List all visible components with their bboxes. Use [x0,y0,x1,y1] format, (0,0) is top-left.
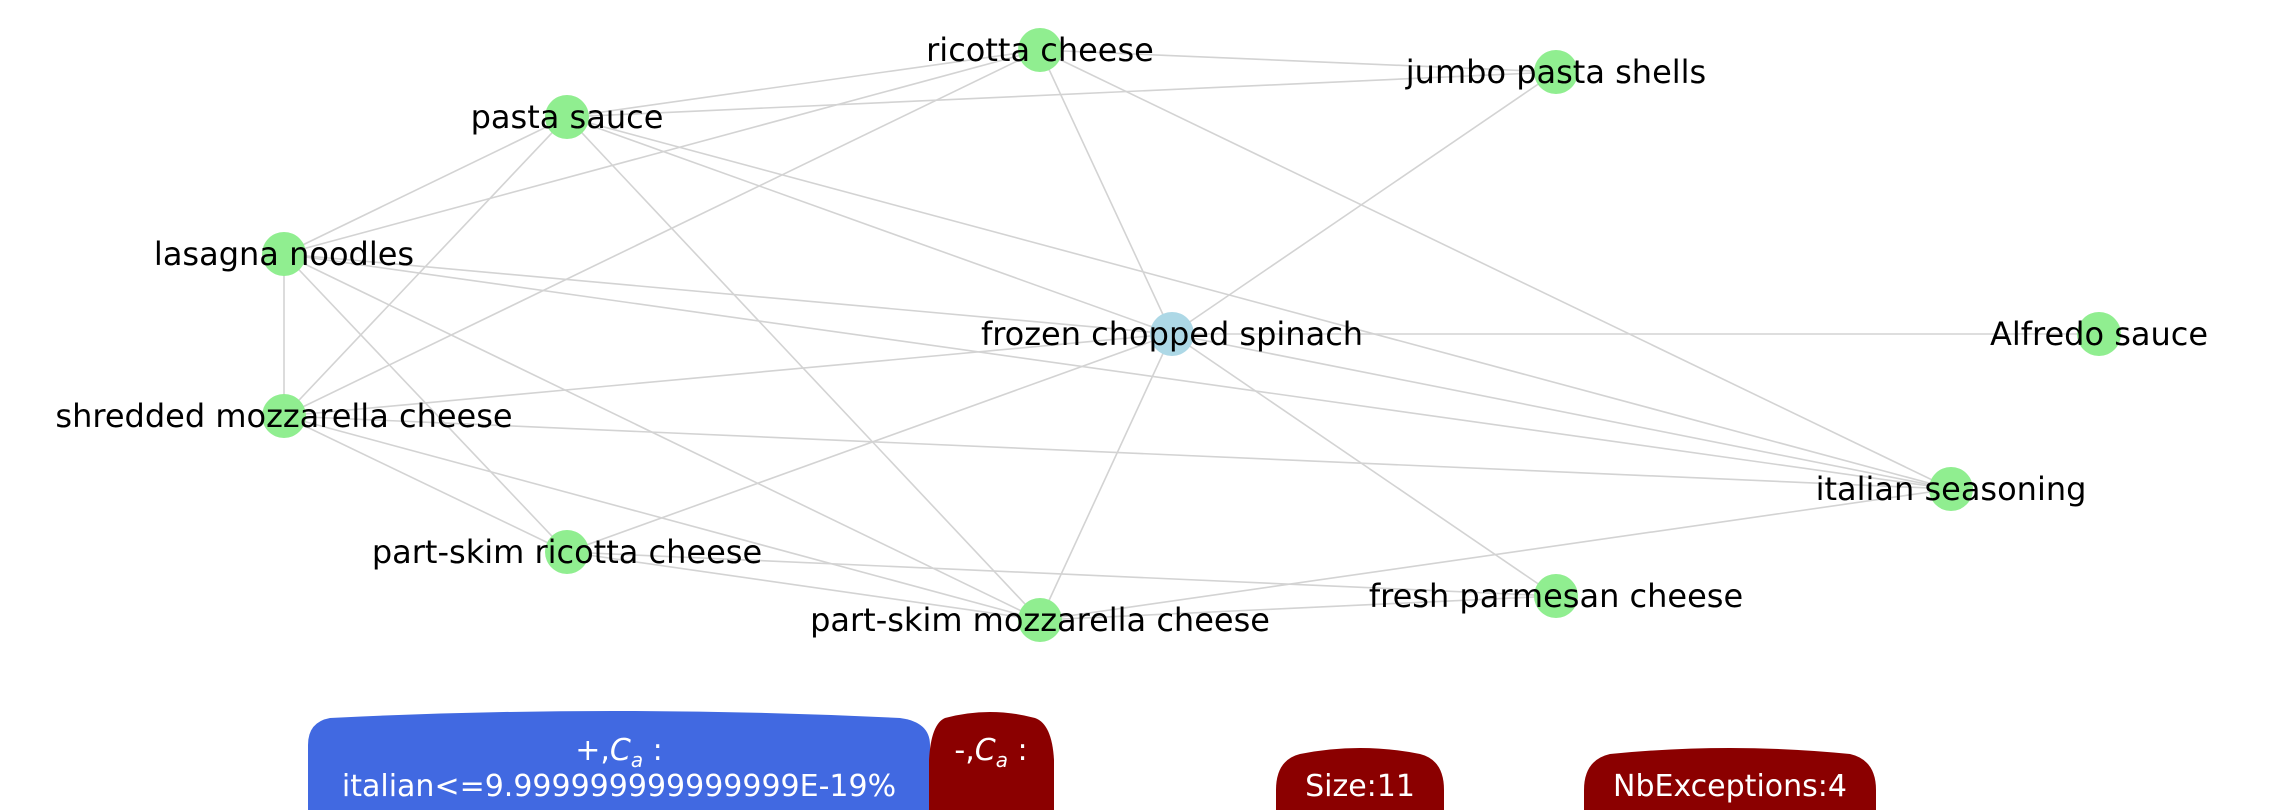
node-label-ps_ricotta: part-skim ricotta cheese [372,533,762,571]
edge-ps_ricotta-parmesan [566,551,1557,597]
node-circle-jumbo [1534,50,1578,94]
node-label-lasagna: lasagna noodles [154,235,414,273]
positive-pattern-badge: +,Ca : italian<=9.999999999999999E-19% [308,711,930,810]
edges-layer [283,49,2099,621]
positive-badge-line1: +,Ca : [575,733,663,772]
edge-pasta_sauce-lasagna [283,116,568,255]
size-badge-shape [1276,748,1444,810]
negative-pattern-badge: -,Ca : [929,712,1054,810]
node-label-alfredo: Alfredo sauce [1990,315,2208,353]
node-label-shredded_mozz: shredded mozzarella cheese [55,397,512,435]
graph-node-pasta_sauce: pasta sauce [471,95,664,139]
graph-node-spinach: frozen chopped spinach [981,312,1363,356]
graph-node-ps_mozz: part-skim mozzarella cheese [810,598,1270,642]
graph-node-jumbo: jumbo pasta shells [1405,50,1706,94]
edge-pasta_sauce-jumbo [566,71,1557,118]
graph-node-ricotta: ricotta cheese [926,28,1154,72]
negative-badge-shape [929,712,1054,810]
edge-ricotta-shredded_mozz [283,49,1041,417]
edge-ricotta-spinach [1039,49,1173,335]
node-label-jumbo: jumbo pasta shells [1405,53,1706,91]
node-circle-ricotta [1018,28,1062,72]
edge-spinach-parmesan [1171,333,1557,597]
graph-node-lasagna: lasagna noodles [154,232,414,276]
exceptions-badge: NbExceptions:4 [1584,748,1876,810]
size-badge-label: Size:11 [1305,769,1415,804]
edge-pasta_sauce-italian [566,116,1952,490]
node-circle-alfredo [2077,312,2121,356]
size-badge: Size:11 [1276,748,1444,810]
node-circle-pasta_sauce [545,95,589,139]
node-circle-spinach [1150,312,1194,356]
positive-badge-line2: italian<=9.999999999999999E-19% [342,769,896,804]
nodes-layer: ricotta cheese jumbo pasta shells pasta sa… [55,28,2208,642]
graph-node-italian: italian seasoning [1816,467,2087,511]
positive-badge-shape [308,711,930,810]
edge-spinach-ps_ricotta [566,333,1173,553]
edge-ricotta-lasagna [283,49,1041,255]
node-label-ps_mozz: part-skim mozzarella cheese [810,601,1270,639]
graph-node-alfredo: Alfredo sauce [1990,312,2208,356]
edge-shredded_mozz-ps_mozz [283,415,1041,621]
edge-ricotta-italian [1039,49,1952,490]
exceptions-badge-label: NbExceptions:4 [1613,769,1847,804]
edge-shredded_mozz-italian [283,415,1952,490]
edge-spinach-shredded_mozz [283,333,1173,417]
node-circle-ps_mozz [1018,598,1062,642]
graph-node-ps_ricotta: part-skim ricotta cheese [372,530,762,574]
edge-pasta_sauce-spinach [566,116,1173,335]
node-label-italian: italian seasoning [1816,470,2087,508]
node-label-parmesan: fresh parmesan cheese [1369,577,1743,615]
node-label-ricotta: ricotta cheese [926,31,1154,69]
edge-spinach-jumbo [1171,71,1557,335]
node-circle-italian [1929,467,1973,511]
edge-spinach-ps_mozz [1039,333,1173,621]
negative-badge-label: -,Ca : [954,733,1027,772]
graph-node-parmesan: fresh parmesan cheese [1369,574,1743,618]
graph-node-shredded_mozz: shredded mozzarella cheese [55,394,513,438]
exceptions-badge-shape [1584,748,1876,810]
edge-shredded_mozz-ps_ricotta [283,415,568,553]
node-label-pasta_sauce: pasta sauce [471,98,664,136]
node-circle-lasagna [262,232,306,276]
edge-lasagna-italian [283,253,1952,490]
edge-ricotta-jumbo [1039,49,1557,73]
edge-lasagna-ps_mozz [283,253,1041,621]
node-circle-shredded_mozz [262,394,306,438]
edge-lasagna-spinach [283,253,1173,335]
edge-ps_ricotta-ps_mozz [566,551,1041,621]
node-circle-ps_ricotta [545,530,589,574]
edge-ps_mozz-italian [1039,488,1952,621]
node-circle-parmesan [1534,574,1578,618]
edge-ricotta-pasta_sauce [566,49,1041,118]
edge-ps_mozz-parmesan [1039,595,1557,621]
edge-spinach-italian [1171,333,1952,490]
node-label-spinach: frozen chopped spinach [981,315,1363,353]
